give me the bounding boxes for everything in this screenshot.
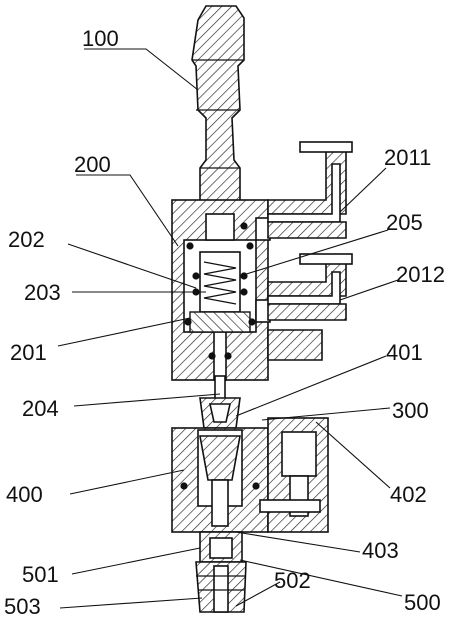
o-rings <box>184 222 256 360</box>
label-205: 205 <box>386 210 423 235</box>
stem-204 <box>199 375 241 429</box>
label-2011: 2011 <box>384 145 431 170</box>
spring-203 <box>203 261 237 305</box>
label-2012: 2012 <box>396 262 445 287</box>
label-500: 500 <box>404 590 441 615</box>
label-401: 401 <box>386 340 423 365</box>
fitting-2012 <box>267 253 353 361</box>
label-403: 403 <box>362 538 399 563</box>
label-402: 402 <box>390 482 427 507</box>
label-202: 202 <box>8 227 45 252</box>
fitting-2011 <box>267 141 353 239</box>
label-201: 201 <box>10 340 47 365</box>
label-200: 200 <box>74 152 111 177</box>
upper-body-200 <box>171 199 271 381</box>
reference-labels: 100 200 2011 205 202 2012 203 201 401 20… <box>4 26 445 619</box>
label-503: 503 <box>4 594 41 619</box>
label-400: 400 <box>6 482 43 507</box>
label-501: 501 <box>22 562 59 587</box>
label-300: 300 <box>392 398 429 423</box>
lower-body-400 <box>171 427 269 533</box>
leader-lines <box>57 48 403 609</box>
nozzle-500 <box>195 531 247 613</box>
rod-100 <box>191 5 245 223</box>
label-204: 204 <box>22 396 59 421</box>
side-block-300 <box>259 417 329 533</box>
label-203: 203 <box>24 280 61 305</box>
label-100: 100 <box>82 26 119 51</box>
label-502: 502 <box>274 568 311 593</box>
